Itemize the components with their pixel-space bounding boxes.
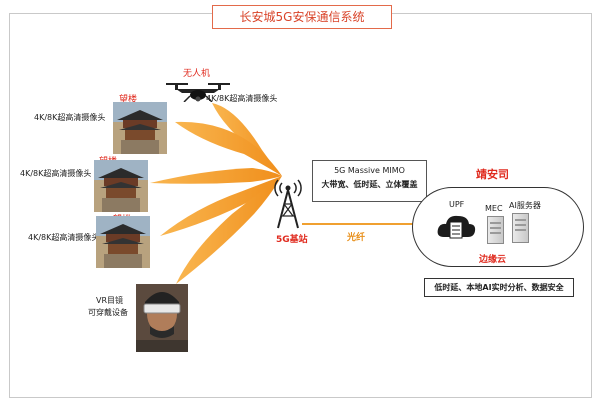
drone-label: 无人机 xyxy=(183,69,211,79)
mimo-info-title: 5G Massive MIMO xyxy=(334,166,405,175)
vr-wearer-image xyxy=(136,284,188,352)
edge-cloud-label: 边缘云 xyxy=(479,255,507,265)
beam-vr xyxy=(176,176,282,284)
watchtower-image-2 xyxy=(94,160,148,212)
beam-tower-3 xyxy=(160,176,282,236)
vr-label-line2: 可穿戴设备 xyxy=(88,308,128,317)
ai-server-label: AI服务器 xyxy=(509,201,541,210)
mec-label: MEC xyxy=(485,204,503,213)
drone-icon xyxy=(166,83,230,102)
mec-server-icon xyxy=(487,216,504,244)
beam-tower-1 xyxy=(175,121,282,176)
diagram-title: 长安城5G安保通信系统 xyxy=(212,5,392,29)
watchtower-camera-label-3: 4K/8K超高清摄像头 xyxy=(28,233,100,242)
fiber-label: 光纤 xyxy=(347,233,366,243)
upf-cloud-server-icon xyxy=(437,215,476,239)
vr-label-line1: VR目镜 xyxy=(96,296,124,305)
drone-camera-label: 4K/8K超高清摄像头 xyxy=(206,94,278,103)
ai-server-icon xyxy=(512,213,529,243)
upf-label: UPF xyxy=(449,200,465,209)
jingansi-label: 靖安司 xyxy=(476,168,509,181)
watchtower-image-3 xyxy=(96,216,150,268)
watchtower-label-1: 望楼 xyxy=(119,95,138,105)
watchtower-camera-label-2: 4K/8K超高清摄像头 xyxy=(20,169,92,178)
mimo-info-box: 5G Massive MIMO 大带宽、低时延、立体覆盖 xyxy=(312,160,427,202)
beam-tower-2 xyxy=(150,168,282,184)
capabilities-box: 低时延、本地AI实时分析、数据安全 xyxy=(424,278,574,297)
watchtower-image-1 xyxy=(113,102,167,154)
mimo-info-features: 大带宽、低时延、立体覆盖 xyxy=(321,180,418,189)
base-station-label: 5G基站 xyxy=(276,235,308,245)
base-station-tower-icon xyxy=(274,179,302,229)
watchtower-camera-label-1: 4K/8K超高清摄像头 xyxy=(34,113,106,122)
